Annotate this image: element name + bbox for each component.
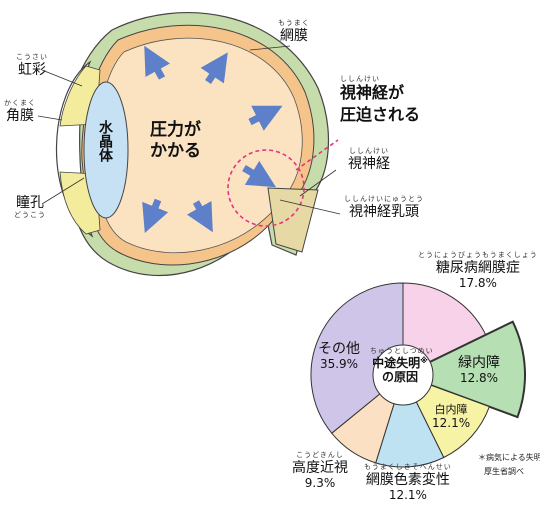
pie-center-label: ちゅうとしつめい 中途失明※ の原因	[370, 347, 434, 384]
iris-label: こうさい 虹彩	[16, 53, 48, 78]
pie-center-hole	[372, 344, 434, 406]
pressure-label: 圧力が かかる	[150, 120, 201, 161]
pie-slice-retinitis-pigmentosa	[375, 373, 445, 468]
callout-label: ししんけい 視神経が 圧迫される	[340, 75, 421, 124]
lens-label: 水晶体	[97, 120, 113, 162]
slice-label-cataract: 白内障 12.1%	[432, 403, 471, 430]
cornea-label: かくまく 角膜	[4, 99, 36, 124]
optic-disc-label: ししんけいにゅうとう 視神経乳頭	[344, 195, 424, 220]
slice-label-myopia: こうどきんし 高度近視 9.3%	[292, 451, 348, 490]
pie-slice-glaucoma	[400, 320, 526, 419]
callout-line	[295, 139, 339, 171]
slice-label-diabetic: とうにょうびょうもうまくしょう 糖尿病網膜症 17.8%	[418, 251, 538, 290]
footnote-source: 厚生省調べ	[484, 467, 524, 476]
eye-diagram	[37, 12, 341, 276]
footnote-cause: ＊病気による失明	[478, 453, 540, 462]
slice-label-retinitis: もうまくしきそへんせい 網膜色素変性 12.1%	[364, 463, 452, 502]
lens	[83, 81, 129, 219]
pie-center-asterisk: ※	[420, 356, 428, 365]
pie-center-line1: 中途失明	[372, 356, 421, 370]
pie-center-line2: の原因	[381, 370, 418, 384]
optic-disc-highlight	[227, 149, 305, 227]
pupil-label: 瞳孔 どうこう	[14, 195, 46, 219]
pie-slice-other	[310, 282, 404, 434]
pressure-arrows	[142, 45, 283, 233]
slice-label-other: その他 35.9%	[318, 341, 360, 371]
retina-label: もうまく 網膜	[278, 19, 310, 44]
leader-lines	[37, 45, 341, 215]
optic-nerve-label: ししんけい 視神経	[348, 147, 390, 172]
slice-label-glaucoma: 緑内障 12.8%	[458, 355, 500, 385]
pie-slice-diabetic-retinopathy	[402, 282, 487, 376]
